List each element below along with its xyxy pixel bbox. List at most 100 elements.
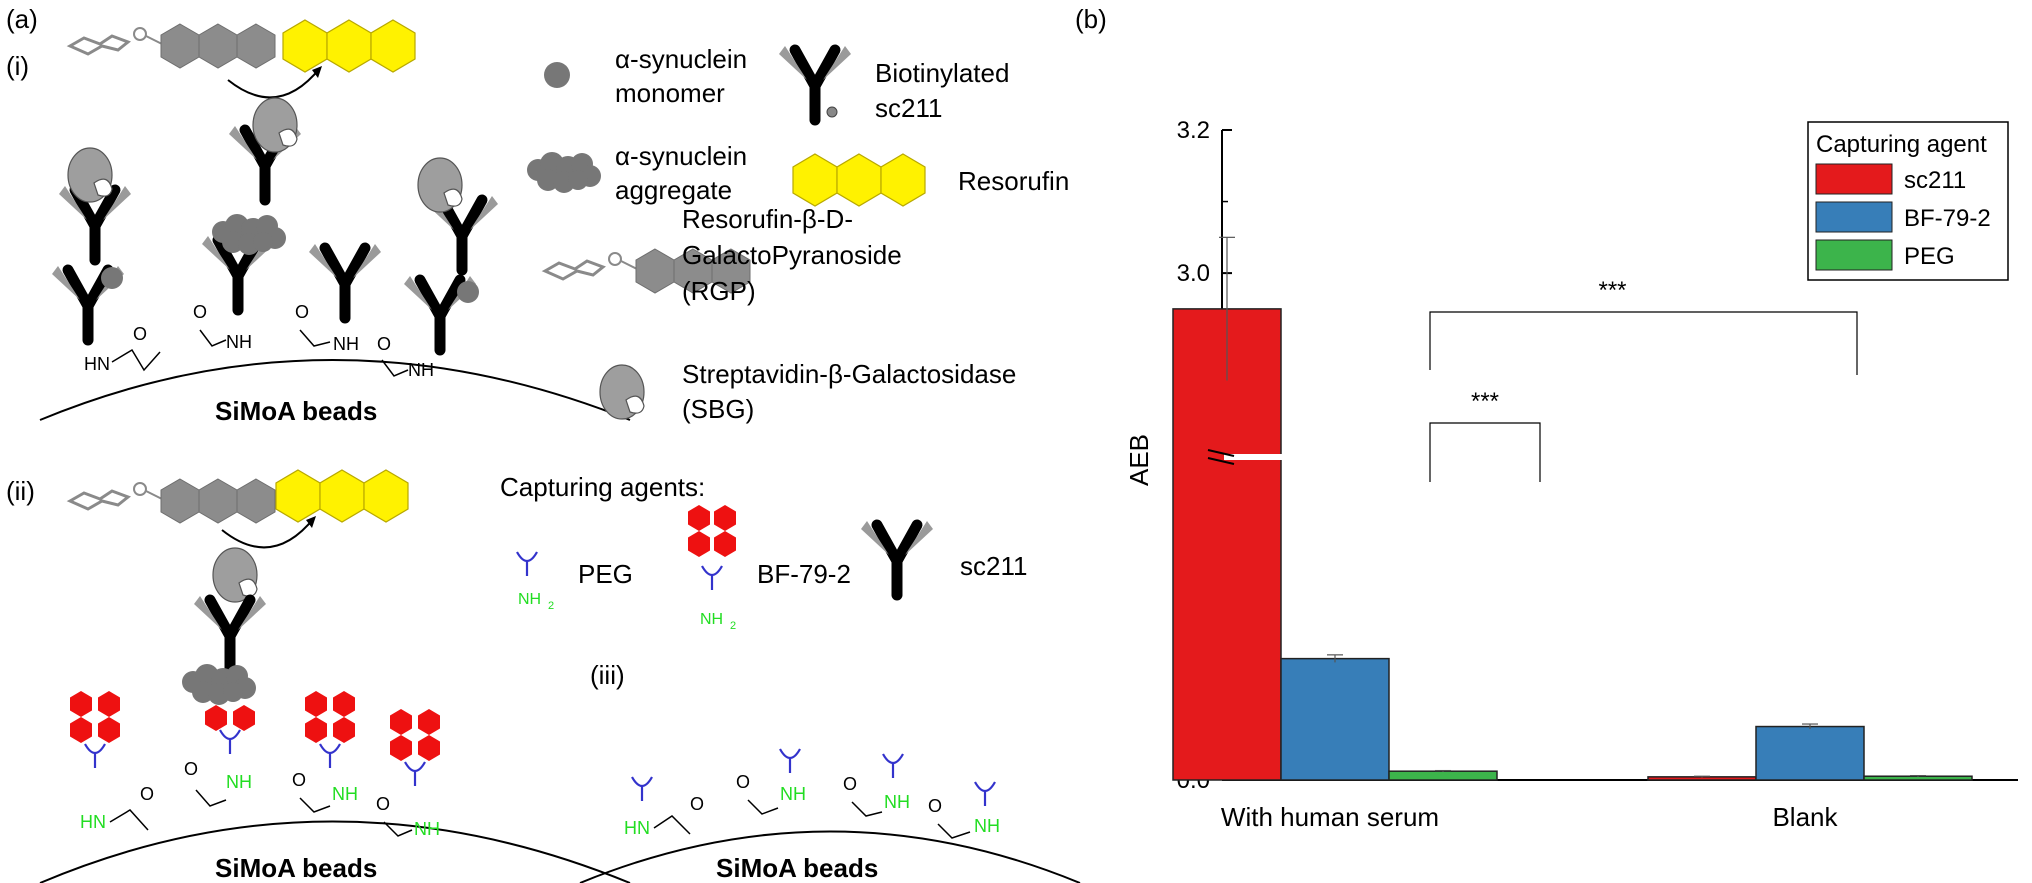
- legend-rgp-line1: Resorufin-β-D-: [682, 204, 853, 234]
- svg-text:HN: HN: [624, 818, 650, 838]
- svg-text:O: O: [140, 784, 154, 804]
- panel-a: (a) (i) SiMoA beads HN O O NH O NH O NH: [6, 4, 1081, 883]
- bead-label-iii: SiMoA beads: [716, 853, 878, 883]
- bar-BF-79-2-0: [1280, 657, 1390, 781]
- svg-text:O: O: [376, 794, 390, 814]
- svg-text:O: O: [133, 324, 147, 344]
- bar-BF-79-2-1: [1755, 725, 1865, 781]
- significance-bracket: [1429, 311, 1858, 375]
- amide-linkers-ii: HN O O NH O NH O NH: [80, 759, 440, 839]
- legend-biotin-line2: sc211: [875, 93, 942, 123]
- svg-text:NH: NH: [333, 334, 359, 354]
- panel-a-label: (a): [6, 4, 38, 34]
- legend-monomer-line1: α-synuclein: [615, 44, 747, 74]
- svg-text:O: O: [184, 759, 198, 779]
- panel-a-sub-iii: (iii): [590, 660, 625, 690]
- monomer-legend-icon: [544, 62, 570, 88]
- panel-b-label: (b): [1075, 4, 1107, 34]
- sbg-enzyme-icon: [212, 547, 258, 603]
- aggregate-icon: [182, 664, 256, 705]
- legend-monomer-line2: monomer: [615, 78, 725, 108]
- sbg-enzyme-icon: [417, 157, 463, 213]
- reaction-arrow: [221, 517, 315, 549]
- svg-text:NH: NH: [414, 819, 440, 839]
- agent-peg-label: PEG: [578, 559, 633, 589]
- bead-surface-ii: [39, 820, 631, 883]
- legend-aggregate-line1: α-synuclein: [615, 141, 747, 171]
- bead-surface-iii: [579, 830, 1081, 883]
- axis-break-mark: [1207, 457, 1235, 465]
- legend-title: Capturing agent: [1816, 131, 1987, 158]
- svg-text:O: O: [843, 774, 857, 794]
- reaction-arrow: [227, 67, 321, 99]
- sbg-enzyme-icon: [252, 97, 298, 153]
- resorufin-product-icon: [282, 19, 416, 73]
- aggregate-legend-icon: [527, 152, 601, 193]
- legend-sbg-line2: (SBG): [682, 394, 754, 424]
- significance-bracket: [1429, 422, 1541, 482]
- peg-surface-linkers: HN O O NH O NH O NH: [624, 747, 1000, 839]
- svg-text:2: 2: [548, 600, 554, 612]
- significance-stars: ***: [1471, 388, 1499, 415]
- y-axis-label: AEB: [1124, 434, 1154, 486]
- legend-sbg-line1: Streptavidin-β-Galactosidase: [682, 359, 1016, 389]
- svg-text:O: O: [690, 794, 704, 814]
- svg-text:O: O: [928, 796, 942, 816]
- svg-text:NH: NH: [780, 784, 806, 804]
- legend-rgp-line3: (RGP): [682, 276, 756, 306]
- svg-text:O: O: [377, 334, 391, 354]
- legend-swatch: [1815, 201, 1893, 233]
- legend-biotin-line1: Biotinylated: [875, 58, 1009, 88]
- bf-ligand-cluster: [70, 691, 440, 788]
- svg-text:NH: NH: [226, 772, 252, 792]
- peg-legend-icon: [515, 550, 539, 578]
- axis-break-mark: [1207, 449, 1235, 457]
- rgp-molecule-icon: [70, 24, 275, 68]
- sc211-legend-icon: [861, 521, 933, 595]
- bar-sc211-0: [1172, 308, 1282, 781]
- legend-entry: PEG: [1904, 243, 1955, 270]
- sbg-legend-icon: [599, 364, 645, 420]
- detection-antibody-icon: [194, 596, 266, 670]
- panel-a-sub-i: (i): [6, 51, 29, 81]
- bead-label-ii: SiMoA beads: [215, 853, 377, 883]
- legend-rgp-line2: GalactoPyranoside: [682, 240, 902, 270]
- agent-bf-label: BF-79-2: [757, 559, 851, 589]
- y-tick-label: 3.2: [1177, 117, 1210, 144]
- axis-break-gap: [1224, 454, 1364, 460]
- svg-text:NH: NH: [226, 332, 252, 352]
- x-tick-label: With human serum: [1221, 802, 1439, 832]
- capturing-agents-title: Capturing agents:: [500, 472, 705, 502]
- svg-text:NH: NH: [332, 784, 358, 804]
- amide-linkers-i: HN O O NH O NH O NH: [84, 302, 434, 380]
- svg-text:NH: NH: [884, 792, 910, 812]
- svg-text:O: O: [292, 770, 306, 790]
- resorufin-legend-icon: [792, 153, 926, 207]
- monomer-icon: [457, 281, 479, 303]
- capture-antibody-icon: [309, 244, 381, 318]
- svg-text:O: O: [193, 302, 207, 322]
- legend-swatch: [1815, 163, 1893, 195]
- svg-text:HN: HN: [84, 354, 110, 374]
- bar-PEG-0: [1388, 770, 1498, 781]
- rgp-molecule-icon: [70, 479, 275, 523]
- bead-label-i: SiMoA beads: [215, 396, 377, 426]
- bf-legend-icon: [688, 505, 736, 592]
- svg-text:2: 2: [730, 620, 736, 632]
- legend-aggregate-line2: aggregate: [615, 175, 732, 205]
- significance-stars: ***: [1598, 277, 1626, 304]
- x-tick-label: Blank: [1772, 802, 1838, 832]
- legend-entry: BF-79-2: [1904, 205, 1991, 232]
- bead-surface-i: [39, 359, 631, 421]
- svg-text:NH: NH: [408, 360, 434, 380]
- legend-swatch: [1815, 239, 1893, 271]
- legend-resorufin: Resorufin: [958, 166, 1069, 196]
- legend-entry: sc211: [1904, 167, 1966, 194]
- svg-text:HN: HN: [80, 812, 106, 832]
- svg-text:O: O: [295, 302, 309, 322]
- svg-text:NH: NH: [700, 611, 723, 628]
- svg-text:NH: NH: [518, 591, 541, 608]
